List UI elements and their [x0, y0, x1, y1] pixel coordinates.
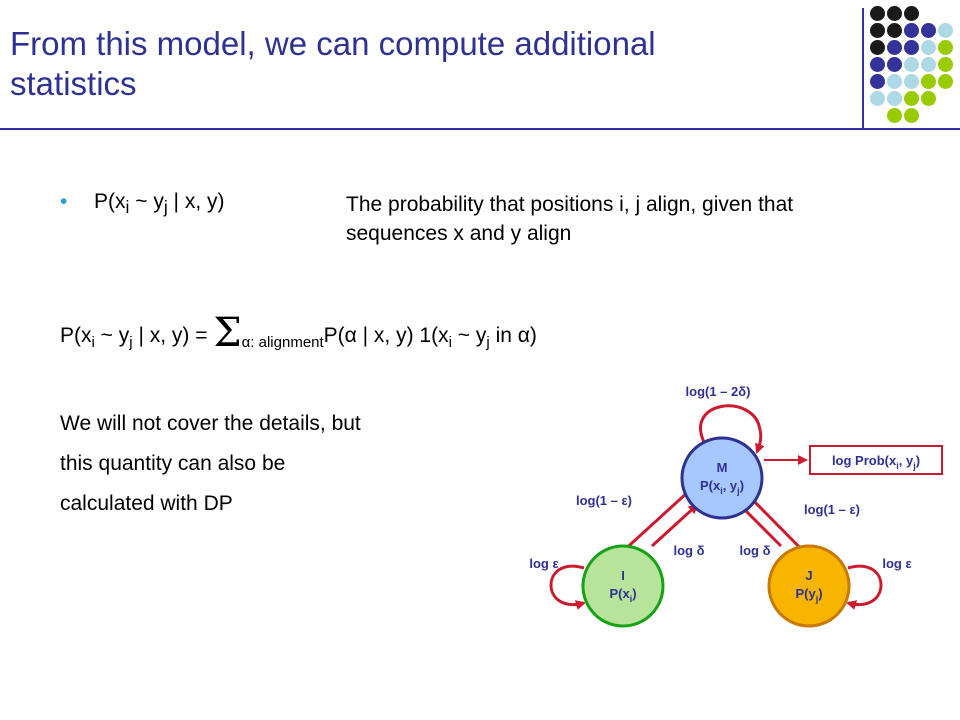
decorative-dot — [887, 74, 902, 89]
decorative-dot — [904, 40, 919, 55]
decorative-dot — [887, 23, 902, 38]
decorative-dot — [870, 91, 885, 106]
i-self-loop-arrow — [549, 564, 586, 610]
title-line-1: From this model, we can compute addition… — [10, 25, 656, 62]
decorative-dot — [870, 74, 885, 89]
bullet-marker: • — [60, 190, 68, 213]
label-i-to-m: log δ — [674, 543, 705, 558]
decorative-dot — [887, 40, 902, 55]
svg-text:J: J — [805, 568, 812, 583]
label-i-self: log ε — [529, 556, 558, 571]
label-j-self: log ε — [882, 556, 911, 571]
node-i: I P(xi) — [581, 544, 665, 628]
emission-box — [809, 445, 943, 475]
decorative-dot — [921, 40, 936, 55]
decorative-dot — [887, 6, 902, 21]
decorative-dot — [904, 57, 919, 72]
decorative-dot — [904, 74, 919, 89]
decor-divider — [862, 8, 864, 128]
decorative-dot — [938, 40, 953, 55]
decorative-dot — [870, 57, 885, 72]
decorative-dot — [887, 57, 902, 72]
decorative-dot — [870, 23, 885, 38]
label-m-self: log(1 – 2δ) — [686, 384, 751, 399]
alignment-formula: P(xi ~ yj | x, y) = Σα: alignmentP(α | x… — [60, 310, 537, 356]
decorative-dot — [938, 23, 953, 38]
decorative-dot — [887, 108, 902, 123]
label-m-to-i: log(1 – ε) — [576, 493, 632, 508]
j-self-loop-arrow — [846, 564, 883, 610]
decorative-dot — [870, 6, 885, 21]
slide-title: From this model, we can compute addition… — [10, 24, 840, 104]
node-m: M P(xi, yj) — [680, 436, 764, 520]
decorative-dot — [921, 74, 936, 89]
i-to-m-arrow — [650, 503, 699, 548]
decorative-dot — [870, 40, 885, 55]
body-paragraph: We will not cover the details, but this … — [60, 412, 361, 515]
decorative-dot — [904, 6, 919, 21]
title-line-2: statistics — [10, 65, 137, 102]
bullet-term: P(xi ~ yj | x, y) — [94, 190, 225, 218]
label-emission: log Prob(xi, yj) — [832, 453, 920, 471]
svg-text:P(xi, yj): P(xi, yj) — [700, 478, 744, 496]
decorative-dot — [938, 74, 953, 89]
svg-text:I: I — [621, 568, 625, 583]
svg-text:M: M — [717, 460, 728, 475]
title-divider — [0, 128, 960, 130]
decorative-dot — [904, 91, 919, 106]
decorative-dot — [921, 23, 936, 38]
decorative-dot — [938, 57, 953, 72]
svg-text:P(yj): P(yj) — [795, 586, 822, 604]
decorative-dot — [921, 91, 936, 106]
j-to-m-arrow — [738, 503, 783, 548]
node-j: J P(yj) — [767, 544, 851, 628]
label-j-to-m: log δ — [740, 543, 771, 558]
sigma-symbol: Σ — [213, 310, 242, 356]
m-self-loop-arrow — [699, 404, 765, 454]
decorative-dot — [921, 57, 936, 72]
decorative-dot — [904, 108, 919, 123]
bullet-description: The probability that positions i, j alig… — [346, 193, 794, 245]
decorative-dot — [904, 23, 919, 38]
label-m-to-j: log(1 – ε) — [804, 502, 860, 517]
decorative-dot — [887, 91, 902, 106]
svg-text:P(xi): P(xi) — [609, 586, 636, 604]
